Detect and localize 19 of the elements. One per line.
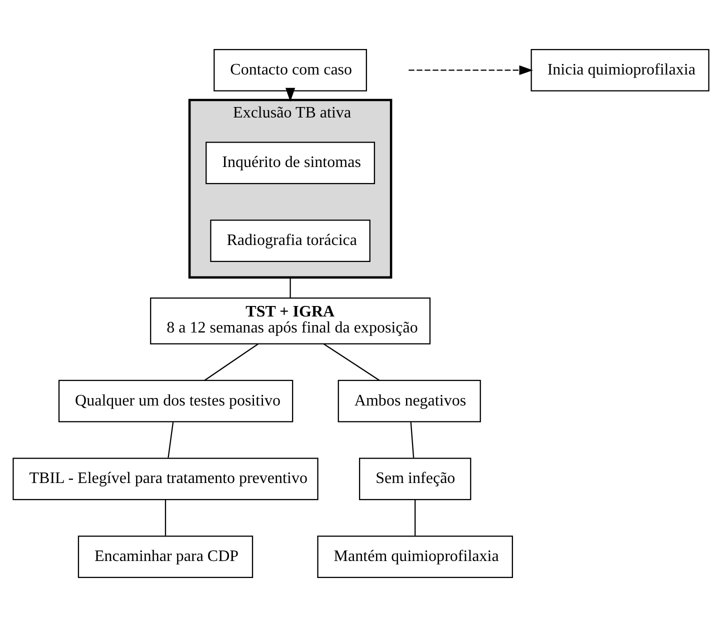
- node-box: Sem infeção: [359, 457, 472, 500]
- connector: [290, 276, 291, 298]
- connector: [414, 499, 416, 536]
- connector: [164, 499, 166, 536]
- node-box: Encaminhar para CDP: [78, 535, 254, 578]
- node-box: TST + IGRA 8 a 12 semanas após final da exposição: [150, 296, 431, 344]
- node-box: Mantém quimioprofilaxia: [317, 535, 513, 578]
- node-box: Inicia quimioprofilaxia: [530, 48, 710, 91]
- connector: [168, 422, 174, 458]
- arrow: [408, 64, 534, 74]
- node-box: Qualquer um dos testes positivo: [58, 379, 294, 422]
- connector: [323, 343, 380, 380]
- node-box: Radiografia torácica: [210, 219, 370, 262]
- connector: [410, 422, 414, 458]
- node-box: TBIL - Elegível para tratamento preventivo: [12, 457, 318, 500]
- connector: [204, 343, 258, 380]
- arrow: [285, 87, 296, 102]
- node-box: Inquérito de sintomas: [206, 141, 376, 184]
- node-box: Ambos negativos: [338, 379, 481, 422]
